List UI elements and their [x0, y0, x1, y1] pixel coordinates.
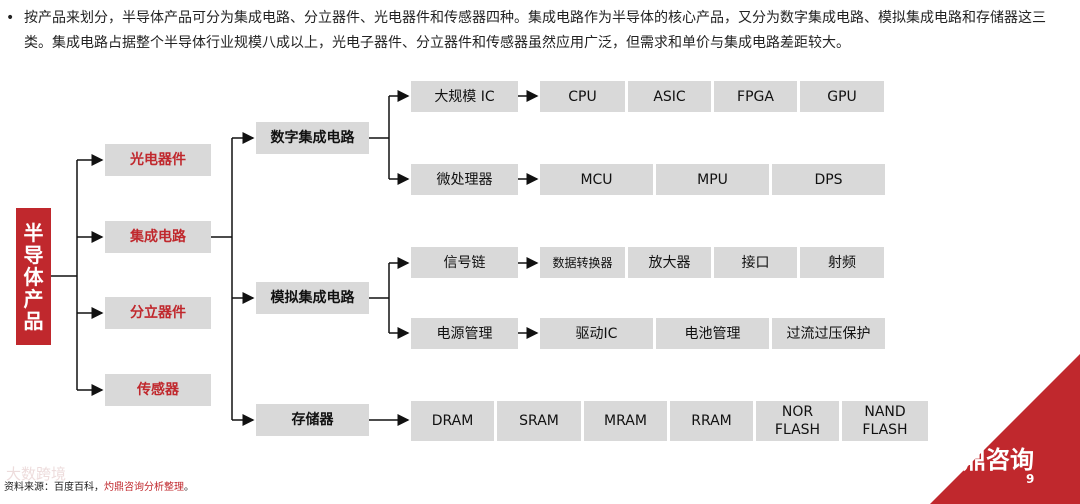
node-memory: 存储器	[256, 404, 369, 436]
root-char: 品	[23, 308, 44, 333]
leaf-item: FPGA	[714, 81, 797, 112]
node-digital-ic: 数字集成电路	[256, 122, 369, 154]
leaf-item: MPU	[656, 164, 769, 195]
node-discrete-device: 分立器件	[105, 297, 211, 329]
root-char: 导	[23, 242, 44, 267]
source-note: 资料来源：百度百科，灼鼎咨询分析整理。	[4, 478, 194, 493]
node-sensor: 传感器	[105, 374, 211, 406]
leaf-item: 放大器	[628, 247, 711, 278]
source-highlight: 灼鼎咨询分析整理	[104, 482, 184, 493]
node-power-management: 电源管理	[411, 318, 518, 349]
leaf-item: NAND FLASH	[842, 401, 928, 441]
leaf-item: NOR FLASH	[756, 401, 839, 441]
page-number: 9	[1026, 472, 1035, 486]
node-microprocessor: 微处理器	[411, 164, 518, 195]
source-suffix: 。	[184, 482, 194, 493]
leaf-item: RRAM	[670, 401, 753, 441]
leaf-item: 接口	[714, 247, 797, 278]
wechat-icon	[904, 444, 932, 466]
corner-decoration	[930, 354, 1080, 504]
leaf-item: MCU	[540, 164, 653, 195]
leaf-item: 数据转换器	[540, 247, 625, 278]
leaf-item: 驱动IC	[540, 318, 653, 349]
source-prefix: 资料来源：百度百科，	[4, 482, 104, 493]
leaf-item: DPS	[772, 164, 885, 195]
node-signal-chain: 信号链	[411, 247, 518, 278]
intro-text: 按产品来划分，半导体产品可分为集成电路、分立器件、光电器件和传感器四种。集成电路…	[24, 10, 1046, 51]
leaf-item: GPU	[800, 81, 884, 112]
root-char: 半	[23, 220, 44, 245]
node-large-scale-ic: 大规模 IC	[411, 81, 518, 112]
leaf-item: SRAM	[497, 401, 581, 441]
watermark: 大数跨境	[6, 465, 67, 483]
node-analog-ic: 模拟集成电路	[256, 282, 369, 314]
bullet-marker: •	[6, 10, 15, 26]
root-char: 产	[23, 286, 44, 311]
leaf-item: MRAM	[584, 401, 667, 441]
root-semiconductor-products: 半 导 体 产 品	[16, 208, 51, 345]
leaf-item: 电池管理	[656, 318, 769, 349]
intro-paragraph: • 按产品来划分，半导体产品可分为集成电路、分立器件、光电器件和传感器四种。集成…	[0, 6, 1060, 56]
leaf-item: 过流过压保护	[772, 318, 885, 349]
leaf-item: ASIC	[628, 81, 711, 112]
leaf-item: DRAM	[411, 401, 494, 441]
leaf-item: CPU	[540, 81, 625, 112]
root-char: 体	[23, 264, 44, 289]
brand-name: 灼鼎咨询	[938, 446, 1034, 474]
leaf-item: 射频	[800, 247, 884, 278]
node-integrated-circuit: 集成电路	[105, 221, 211, 253]
node-optoelectronic: 光电器件	[105, 144, 211, 176]
